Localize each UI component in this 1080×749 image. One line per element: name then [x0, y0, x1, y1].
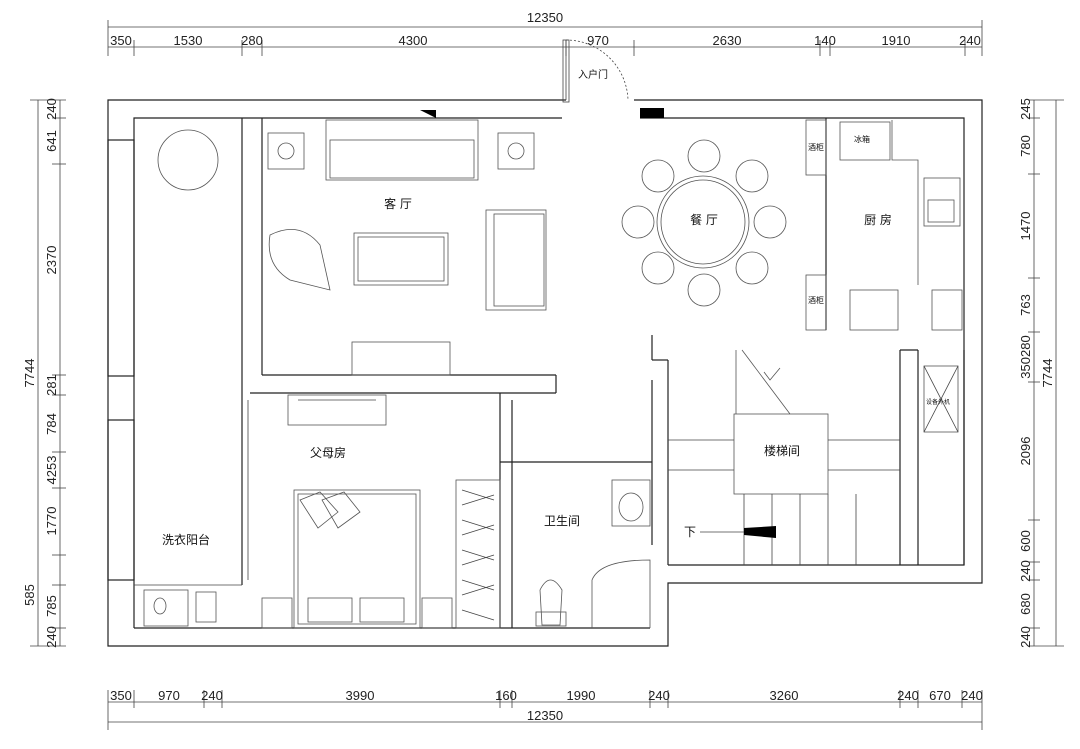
left-total-dim: 7744	[22, 359, 37, 388]
left-dim-5: 784	[44, 413, 59, 435]
left-dim-9: 785	[44, 595, 59, 617]
kitchen-label: 厨 房	[864, 212, 892, 227]
parents-room-label: 父母房	[310, 445, 346, 460]
living-room: 客 厅	[267, 119, 547, 376]
left-dim-8: 585	[22, 584, 37, 606]
entry-door: 入户门	[562, 39, 629, 103]
bottom-dim-11: 240	[961, 688, 983, 703]
top-dim-2: 1530	[174, 33, 203, 48]
entry-door-label: 入户门	[578, 68, 608, 81]
top-dim-4: 4300	[399, 33, 428, 48]
stairwell-label: 楼梯间	[764, 443, 800, 458]
stairwell: 楼梯间 下	[668, 349, 900, 565]
bottom-dim-6: 1990	[567, 688, 596, 703]
wine-cabinet-top-label: 酒柜	[808, 142, 824, 152]
walls	[107, 99, 983, 647]
right-dim-3: 1470	[1018, 212, 1033, 241]
bottom-total-dim: 12350	[527, 708, 563, 723]
top-dim-6: 2630	[713, 33, 742, 48]
bottom-dim-7: 240	[648, 688, 670, 703]
top-dim-1: 350	[110, 33, 132, 48]
top-dim-9: 240	[959, 33, 981, 48]
right-dim-2: 780	[1018, 135, 1033, 157]
bottom-dim-3: 240	[201, 688, 223, 703]
parents-room: 父母房	[247, 394, 453, 629]
bottom-dim-5: 160	[495, 688, 517, 703]
top-dim-3: 280	[241, 33, 263, 48]
wardrobe	[455, 479, 501, 629]
left-dim-10: 240	[44, 626, 59, 648]
bathroom-label: 卫生间	[544, 514, 580, 528]
stair-down-label: 下	[684, 525, 696, 539]
left-dim-4: 281	[44, 374, 59, 396]
left-dimensions: 7744 240 641 2370 281 784 4253 1770 585 …	[22, 98, 66, 648]
right-dim-6: 2096	[1018, 437, 1033, 466]
bottom-dim-2: 970	[158, 688, 180, 703]
bottom-dim-4: 3990	[346, 688, 375, 703]
equipment-unit: 设备外机	[923, 365, 959, 433]
dining-room: 餐 厅	[621, 139, 787, 307]
left-dim-3: 2370	[44, 246, 59, 275]
right-dim-4: 763	[1018, 294, 1033, 316]
right-dim-10: 240	[1018, 626, 1033, 648]
top-total-dim: 12350	[527, 10, 563, 25]
top-dimensions: 12350 350 1530 280 4300 970 2630 140 191…	[107, 10, 983, 56]
bottom-dim-8: 3260	[770, 688, 799, 703]
bottom-dim-10: 670	[929, 688, 951, 703]
right-dim-1: 245	[1018, 98, 1033, 120]
right-total-dim: 7744	[1040, 359, 1055, 388]
bottom-dim-1: 350	[110, 688, 132, 703]
top-dim-5: 970	[587, 33, 609, 48]
top-dim-7: 140	[814, 33, 836, 48]
left-dim-2: 641	[44, 130, 59, 152]
left-dim-6: 4253	[44, 456, 59, 485]
right-dim-8: 240	[1018, 560, 1033, 582]
top-dim-8: 1910	[882, 33, 911, 48]
fridge-label: 冰箱	[854, 134, 870, 144]
dining-room-label: 餐 厅	[690, 212, 718, 227]
corner-marker	[420, 110, 436, 118]
kitchen: 酒柜 酒柜 冰箱 厨 房	[805, 119, 963, 331]
right-dimensions: 245 780 1470 763 350280 7744 2096 600 24…	[1018, 98, 1064, 648]
equipment-unit-label: 设备外机	[926, 398, 950, 406]
left-dim-7: 1770	[44, 507, 59, 536]
corner-marker	[640, 108, 664, 118]
left-dim-1: 240	[44, 98, 59, 120]
living-room-label: 客 厅	[384, 196, 412, 211]
right-dim-9: 680	[1018, 593, 1033, 615]
wine-cabinet-bottom-label: 酒柜	[808, 295, 824, 305]
bottom-dimensions: 350 970 240 3990 160 1990 240 3260 240 6…	[107, 688, 983, 730]
bathroom: 卫生间	[535, 479, 651, 628]
laundry-balcony-label: 洗衣阳台	[162, 532, 210, 547]
laundry-balcony: 洗衣阳台	[134, 129, 242, 627]
right-dim-7: 600	[1018, 530, 1033, 552]
right-dim-5: 350280	[1018, 335, 1033, 378]
bottom-dim-9: 240	[897, 688, 919, 703]
